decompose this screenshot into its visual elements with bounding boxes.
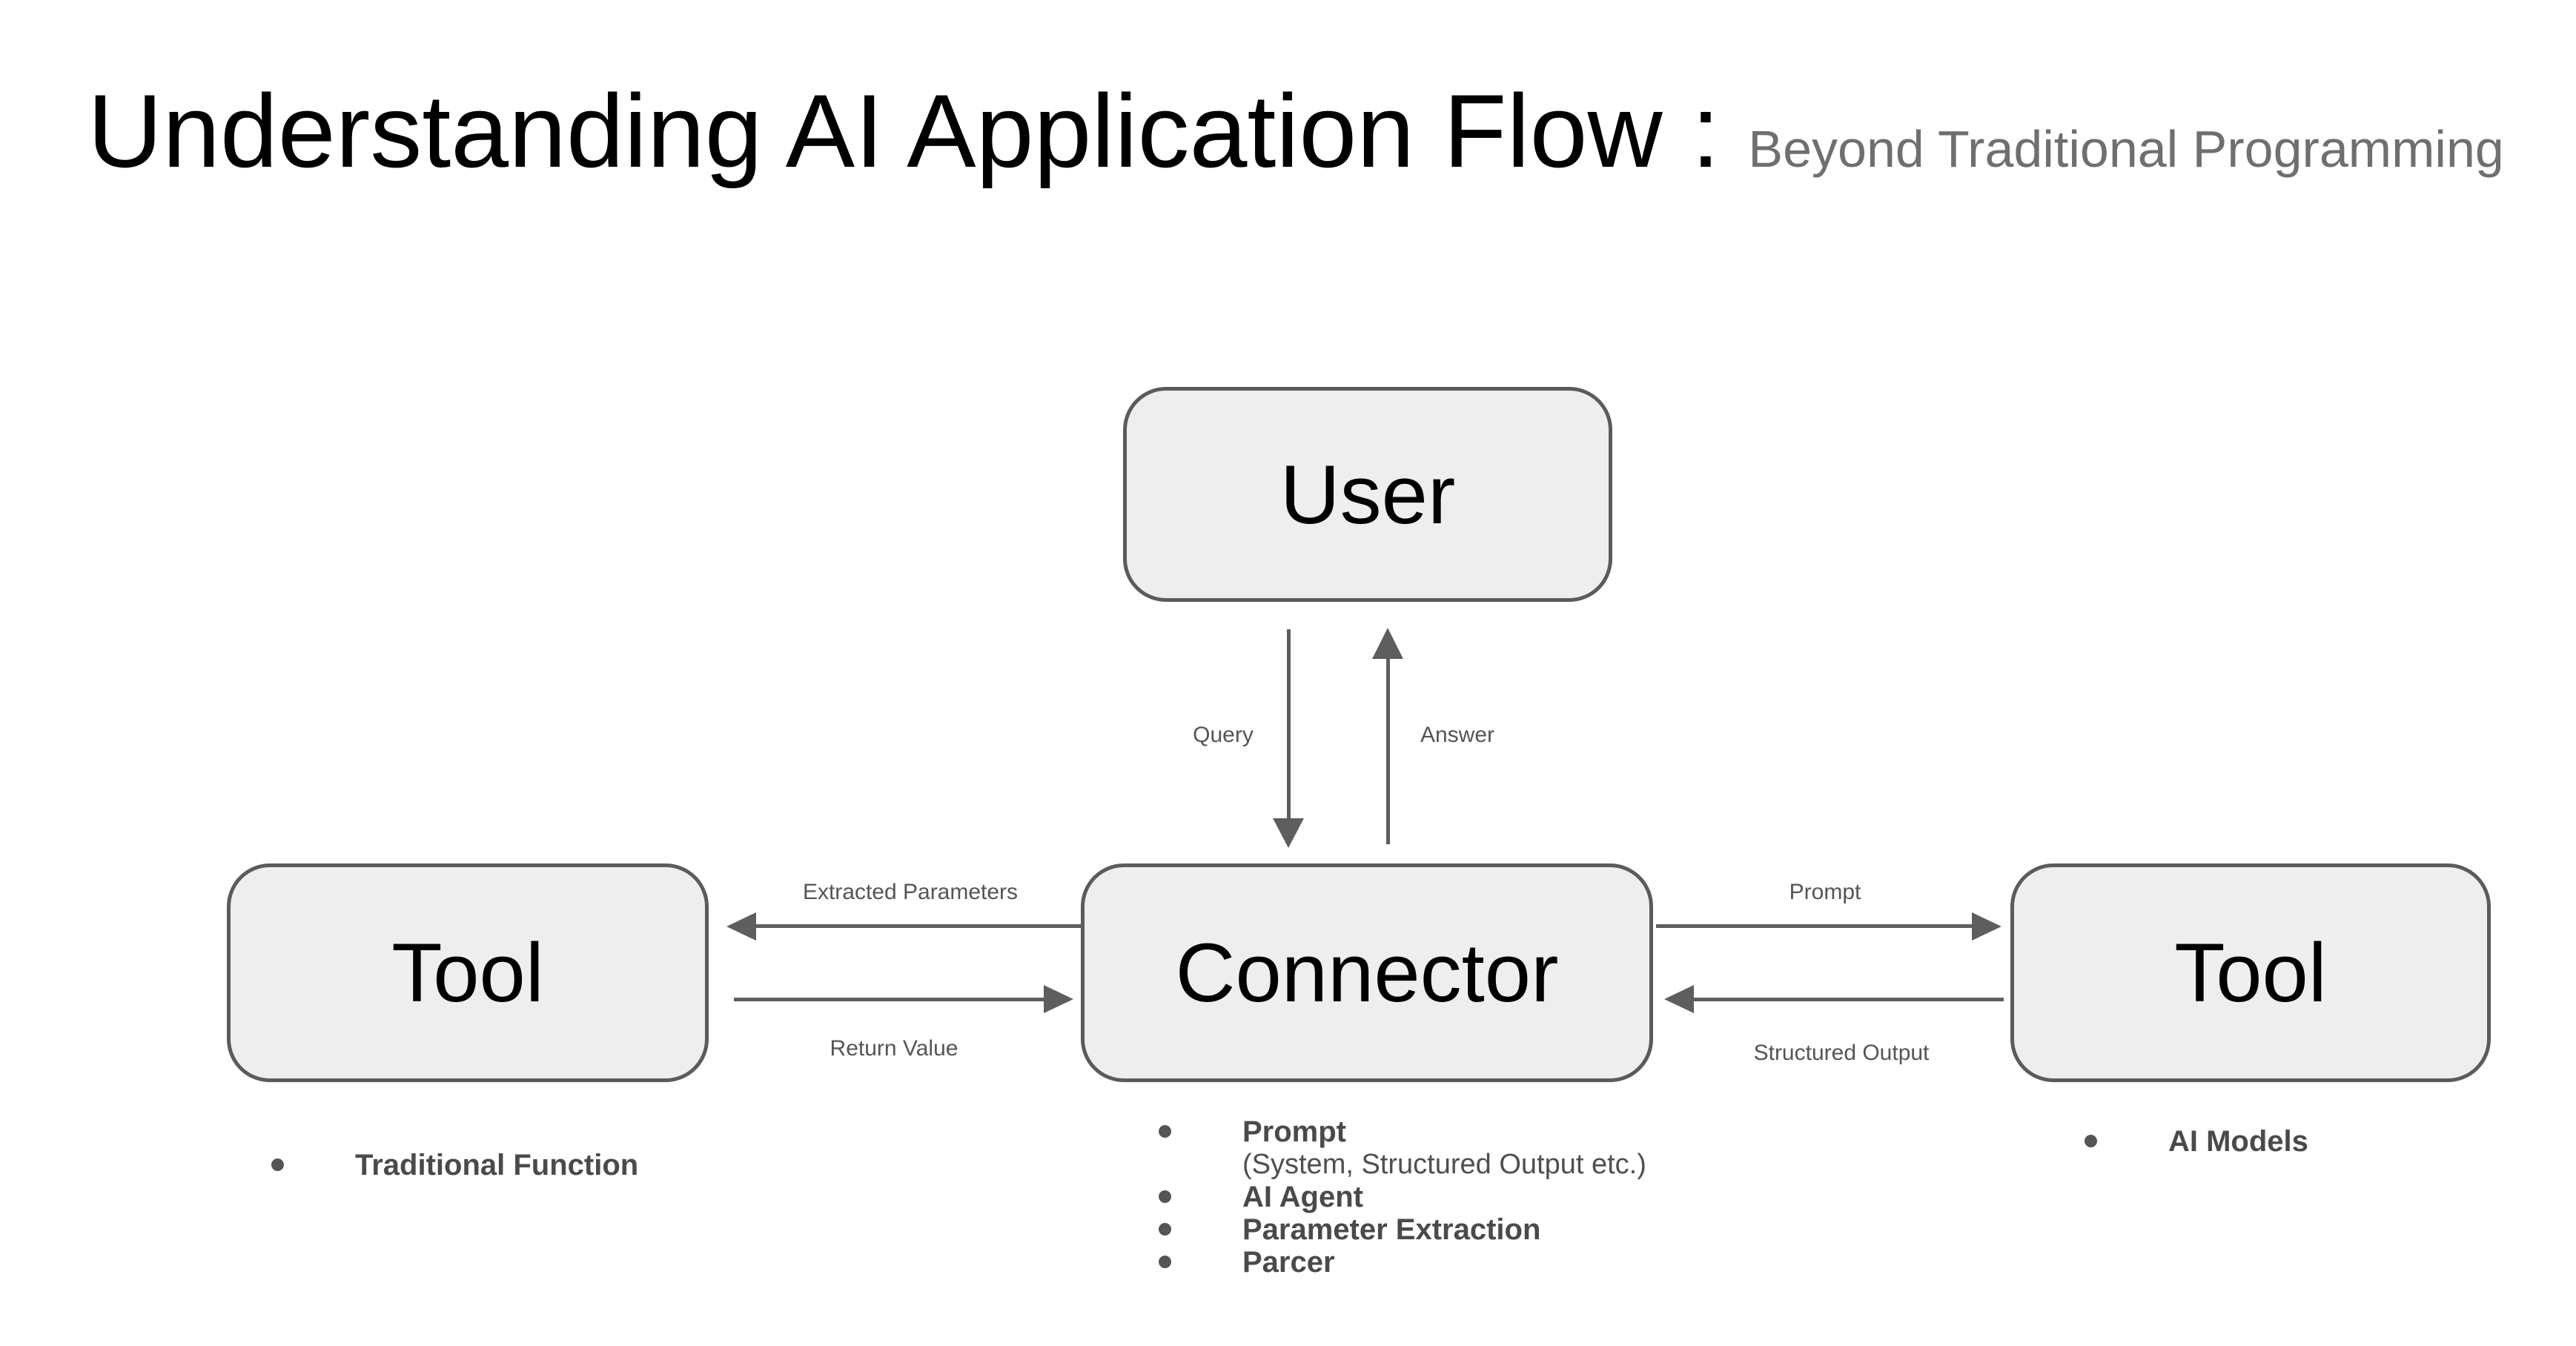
list-item-label: AI Models (2168, 1125, 2308, 1158)
list-item-label: AI Agent (1242, 1181, 1363, 1213)
bullet-dot-icon (271, 1158, 284, 1171)
arrowhead-down-icon (1273, 818, 1304, 848)
node-tool-left-label: Tool (391, 926, 544, 1019)
arrow-line (1386, 658, 1390, 844)
page-title: Understanding AI Application Flow : (87, 73, 1721, 189)
list-item: AI Agent (1159, 1181, 1646, 1213)
arrowhead-right-icon (1044, 985, 1073, 1013)
node-tool-right: Tool (2010, 863, 2491, 1082)
edge-label-query: Query (1193, 723, 1254, 747)
slide-title: Understanding AI Application Flow : Beyon… (87, 71, 2504, 191)
bullet-dot-icon (1159, 1223, 1171, 1236)
edge-label-extracted-parameters: Extracted Parameters (802, 880, 1019, 904)
arrowhead-left-icon (1664, 985, 1694, 1013)
list-item: Traditional Function (271, 1149, 638, 1181)
bullet-dot-icon (1159, 1256, 1171, 1268)
node-user-label: User (1279, 448, 1456, 541)
list-item-text: Prompt (System, Structured Output etc.) (1242, 1115, 1646, 1181)
list-item: Parcer (1159, 1246, 1646, 1279)
bullet-dot-icon (1159, 1190, 1171, 1203)
list-item-label: Parcer (1242, 1246, 1335, 1279)
list-item-label: Traditional Function (355, 1149, 639, 1181)
node-user: User (1123, 387, 1612, 602)
node-connector: Connector (1081, 863, 1653, 1082)
bullet-dot-icon (2085, 1135, 2097, 1147)
bullet-dot-icon (1159, 1125, 1171, 1138)
arrowhead-left-icon (726, 912, 756, 941)
page-subtitle: Beyond Traditional Programming (1748, 120, 2504, 178)
list-item-label: Parameter Extraction (1242, 1213, 1541, 1246)
arrowhead-up-icon (1372, 628, 1403, 659)
node-tool-left: Tool (227, 863, 709, 1082)
edge-label-return-value: Return Value (830, 1036, 958, 1061)
connector-notes: Prompt (System, Structured Output etc.) … (1159, 1115, 1646, 1279)
edge-label-answer: Answer (1420, 723, 1495, 747)
list-item: Parameter Extraction (1159, 1213, 1646, 1246)
arrow-line (1692, 998, 2004, 1001)
list-item: AI Models (2085, 1125, 2308, 1158)
list-item-sublabel: (System, Structured Output etc.) (1242, 1149, 1646, 1180)
list-item: Prompt (System, Structured Output etc.) (1159, 1115, 1646, 1181)
node-connector-label: Connector (1175, 926, 1559, 1019)
arrow-line (734, 998, 1045, 1001)
arrow-line (755, 924, 1081, 928)
list-item-label: Prompt (1242, 1115, 1346, 1148)
arrowhead-right-icon (1972, 912, 2001, 941)
node-tool-right-label: Tool (2174, 926, 2327, 1019)
tool-right-notes: AI Models (2085, 1125, 2308, 1158)
arrow-line (1287, 629, 1291, 819)
edge-label-structured-output: Structured Output (1753, 1041, 1930, 1065)
arrow-line (1656, 924, 1973, 928)
edge-label-prompt: Prompt (1789, 880, 1861, 904)
tool-left-notes: Traditional Function (271, 1149, 638, 1181)
